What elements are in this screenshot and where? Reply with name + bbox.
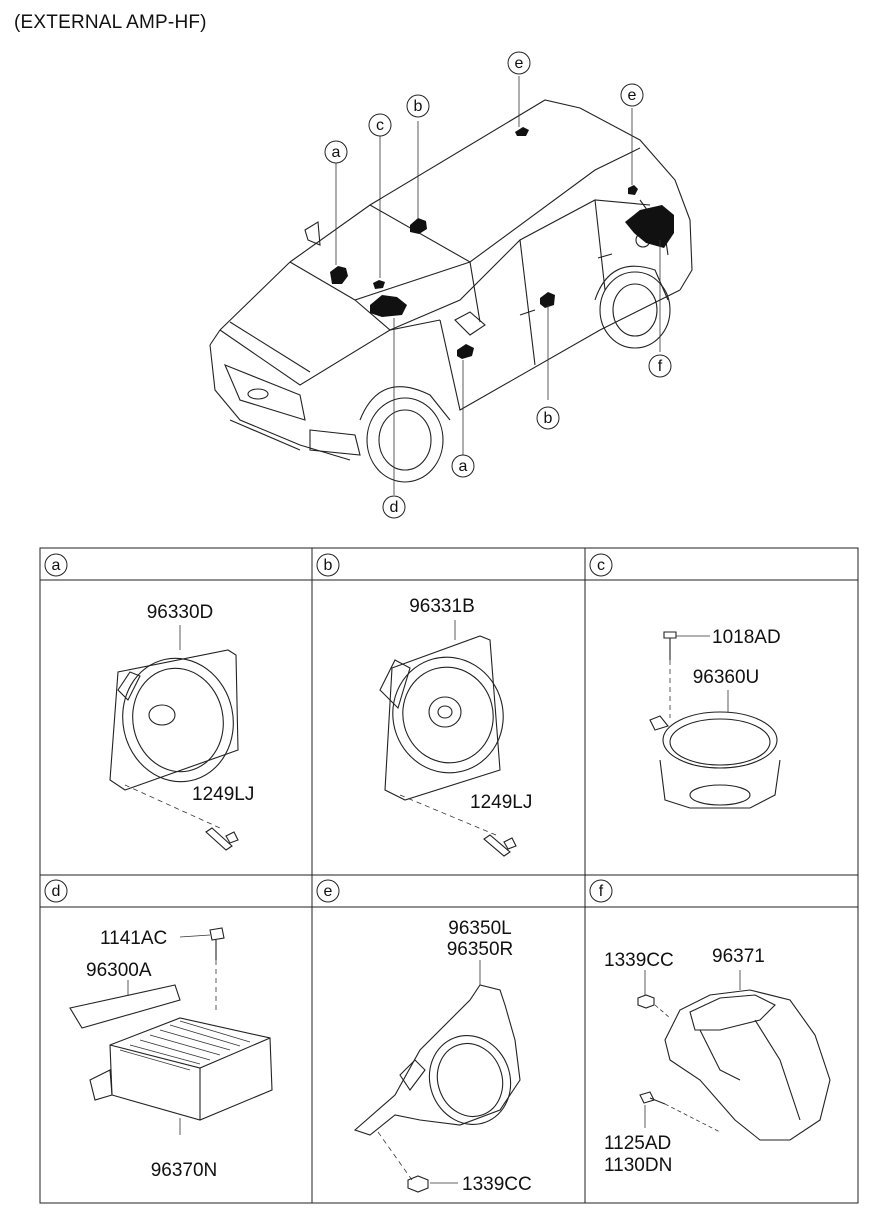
panel-b-speaker <box>379 620 517 857</box>
part-1018AD: 1018AD <box>712 627 781 648</box>
location-b-top <box>410 218 427 234</box>
panel-e-letter: e <box>324 883 333 900</box>
part-1141AC: 1141AC <box>100 928 167 949</box>
location-f-woofer <box>625 205 674 248</box>
callout-b-top: b <box>414 98 423 115</box>
callout-e-right: e <box>628 87 637 104</box>
callout-e-center: e <box>515 55 524 72</box>
location-e-right <box>628 185 638 195</box>
callout-d-bottom: d <box>390 499 399 516</box>
part-96360U: 96360U <box>693 667 760 688</box>
part-96330D: 96330D <box>147 602 214 623</box>
callout-a-top: a <box>332 144 341 161</box>
location-c-dash <box>373 280 385 289</box>
location-b-rear-door <box>540 292 555 308</box>
panel-c-speaker <box>649 631 781 809</box>
location-a-side <box>457 344 474 359</box>
part-96371: 96371 <box>712 946 765 967</box>
location-a-front-door <box>330 266 348 284</box>
panel-c-letter: c <box>597 557 605 574</box>
part-96331B: 96331B <box>409 596 475 617</box>
panel-d-amplifier <box>69 927 273 1135</box>
callout-a-bottom: a <box>459 458 468 475</box>
vehicle-illustration: a c b e e f b a d <box>209 51 693 519</box>
part-1125AD: 1125AD <box>604 1133 671 1154</box>
panel-f-letter: f <box>599 883 604 900</box>
part-1130DN: 1130DN <box>604 1155 672 1176</box>
part-96300A: 96300A <box>86 960 152 981</box>
part-96370N: 96370N <box>151 1160 218 1181</box>
location-e-center <box>515 127 529 136</box>
part-1339CC-f: 1339CC <box>604 950 674 971</box>
part-96350L: 96350L <box>448 918 511 939</box>
location-d-amp <box>370 295 407 317</box>
panel-a-letter: a <box>52 557 61 574</box>
panel-d-letter: d <box>52 883 61 900</box>
part-1339CC-e: 1339CC <box>462 1174 532 1195</box>
callout-f-right: f <box>658 358 663 375</box>
panel-e-bracket <box>353 960 521 1193</box>
callout-c-top: c <box>376 117 384 134</box>
part-1249LJ-a: 1249LJ <box>192 784 254 805</box>
parts-grid <box>39 547 859 1204</box>
diagram-title: (EXTERNAL AMP-HF) <box>14 12 207 33</box>
panel-f-subwoofer <box>637 970 831 1141</box>
part-96350R: 96350R <box>447 939 514 960</box>
part-1249LJ-b: 1249LJ <box>470 792 532 813</box>
panel-b-letter: b <box>324 557 333 574</box>
panel-a-speaker <box>109 625 239 851</box>
callout-b-bottom: b <box>544 410 553 427</box>
